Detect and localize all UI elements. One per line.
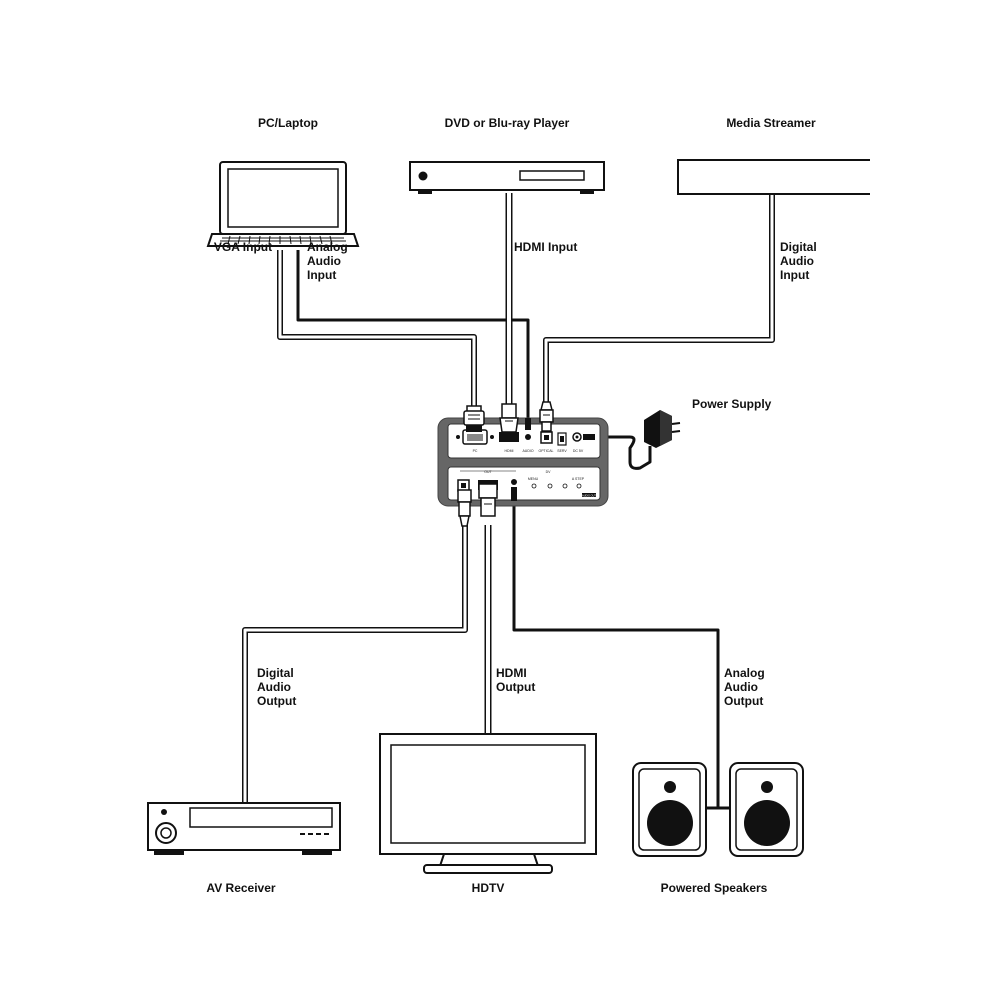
dvd-player xyxy=(409,161,605,194)
speaker-right xyxy=(729,762,804,857)
label-pc-laptop: PC/Laptop xyxy=(258,116,318,130)
port-label-optical: OPTICAL xyxy=(539,449,554,453)
label-analog-audio-input-3: Input xyxy=(307,268,336,282)
port-label-out: OUT xyxy=(484,470,492,474)
label-media-streamer: Media Streamer xyxy=(726,116,816,130)
label-power-supply: Power Supply xyxy=(692,397,772,411)
audio-output-port xyxy=(511,479,517,485)
hdmi-input-port xyxy=(499,432,519,442)
laptop xyxy=(206,161,360,247)
label-powered-speakers: Powered Speakers xyxy=(661,881,768,895)
button-label-dv: DV xyxy=(546,470,552,474)
optical-output-plug xyxy=(457,489,472,527)
media-streamer xyxy=(677,159,870,195)
label-digital-audio-input-3: Input xyxy=(780,268,809,282)
power-cable xyxy=(596,435,652,470)
label-analog-audio-output-2: Audio xyxy=(724,680,758,694)
label-hdmi-input: HDMI Input xyxy=(514,240,577,254)
label-hdtv: HDTV xyxy=(472,881,505,895)
cables xyxy=(242,193,775,810)
button-label-astep: A STEP xyxy=(572,477,585,481)
label-av-receiver: AV Receiver xyxy=(206,881,275,895)
vga-plug xyxy=(463,405,485,432)
hdmi-output-plug xyxy=(478,483,498,517)
port-label-audio-out: AUDIO OUT xyxy=(582,494,596,497)
plus-button[interactable] xyxy=(562,483,568,489)
hdtv xyxy=(379,733,597,874)
label-analog-audio-output-3: Output xyxy=(724,694,763,708)
minus-button[interactable] xyxy=(547,483,553,489)
label-digital-audio-output-3: Output xyxy=(257,694,296,708)
label-vga-input: VGA Input xyxy=(214,240,272,254)
port-label-dc: DC 5V xyxy=(573,449,584,453)
analog-audio-output-plug xyxy=(511,487,517,501)
label-digital-audio-input-1: Digital xyxy=(780,240,817,254)
analog-audio-output-cable xyxy=(512,500,720,808)
astep-button[interactable] xyxy=(576,483,582,489)
speaker-left xyxy=(632,762,707,857)
port-label-serv: SERV xyxy=(557,449,567,453)
label-hdmi-output-2: Output xyxy=(496,680,535,694)
optical-input-plug xyxy=(539,401,554,432)
power-supply xyxy=(644,410,681,448)
digital-audio-input-cable xyxy=(543,195,775,410)
label-analog-audio-input-1: Analog xyxy=(307,240,348,254)
av-receiver xyxy=(147,802,341,855)
label-digital-audio-output-1: Digital xyxy=(257,666,294,680)
port-label-audio: AUDIO xyxy=(522,449,533,453)
analog-audio-input-cable xyxy=(296,250,530,428)
label-hdmi-output-1: HDMI xyxy=(496,666,527,680)
button-label-menu: MENU xyxy=(528,477,539,481)
label-dvd-player: DVD or Blu-ray Player xyxy=(445,116,570,130)
audio-input-port xyxy=(525,434,531,440)
hdmi-input-plug xyxy=(499,403,519,433)
plugs xyxy=(457,401,554,527)
analog-audio-plug xyxy=(525,418,531,430)
menu-button[interactable] xyxy=(531,483,537,489)
label-digital-audio-output-2: Audio xyxy=(257,680,291,694)
port-label-hdmi: HDMI xyxy=(505,449,514,453)
label-digital-audio-input-2: Audio xyxy=(780,254,814,268)
label-analog-audio-input-2: Audio xyxy=(307,254,341,268)
port-label-pc: PC xyxy=(473,449,478,453)
label-analog-audio-output-1: Analog xyxy=(724,666,765,680)
labels: PC/Laptop DVD or Blu-ray Player Media St… xyxy=(206,116,816,895)
